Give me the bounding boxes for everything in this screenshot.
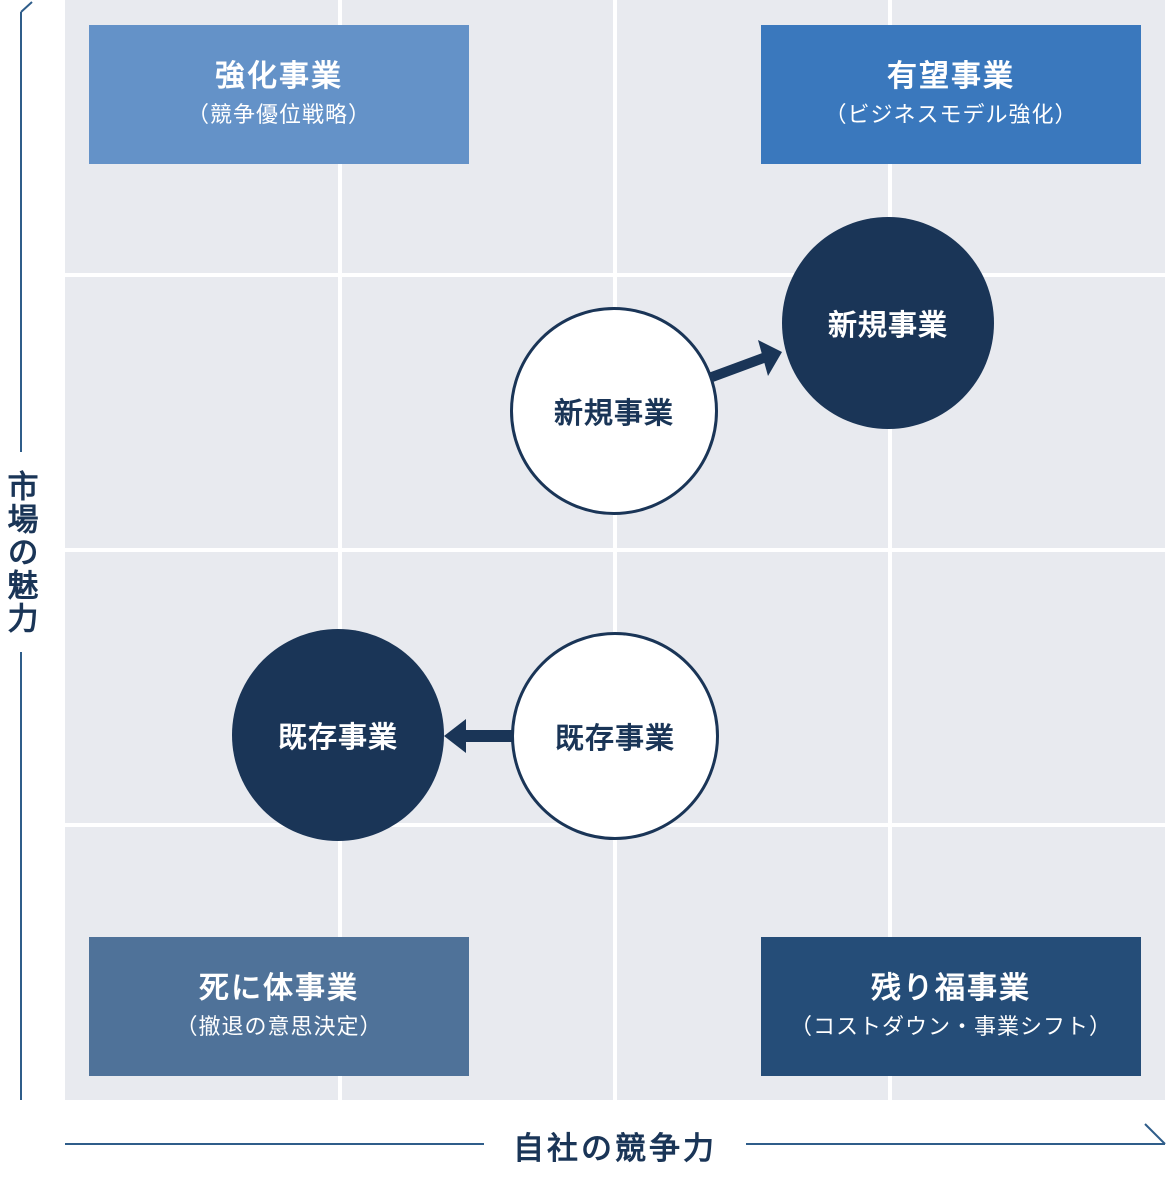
quadrant-title: 死に体事業: [199, 971, 359, 1007]
quadrant-subtitle: （コストダウン・事業シフト）: [789, 1015, 1112, 1041]
quadrant-strengthen: 強化事業 （競争優位戦略）: [89, 25, 469, 164]
quadrant-promising: 有望事業 （ビジネスモデル強化）: [761, 25, 1141, 164]
new-business-target-circle: 新規事業: [782, 217, 994, 429]
matrix-grid: [65, 0, 1165, 1100]
circle-label: 既存事業: [554, 721, 675, 755]
quadrant-leftover: 残り福事業 （コストダウン・事業シフト）: [761, 937, 1141, 1076]
circle-label: 既存事業: [277, 720, 398, 754]
new-business-current-circle: 新規事業: [510, 307, 718, 515]
quadrant-subtitle: （撤退の意思決定）: [175, 1015, 383, 1041]
quadrant-subtitle: （競争優位戦略）: [186, 103, 371, 129]
existing-business-target-circle: 既存事業: [232, 629, 444, 841]
circle-label: 新規事業: [553, 396, 674, 430]
quadrant-title: 強化事業: [215, 59, 343, 95]
quadrant-title: 残り福事業: [871, 971, 1031, 1007]
circle-label: 新規事業: [827, 308, 948, 342]
existing-business-current-circle: 既存事業: [511, 632, 719, 840]
quadrant-subtitle: （ビジネスモデル強化）: [824, 103, 1078, 129]
quadrant-dead: 死に体事業 （撤退の意思決定）: [89, 937, 469, 1076]
quadrant-title: 有望事業: [887, 59, 1015, 95]
y-axis-label: 市場の魅力: [0, 452, 40, 652]
x-axis-label: 自社の競争力: [484, 1120, 746, 1170]
